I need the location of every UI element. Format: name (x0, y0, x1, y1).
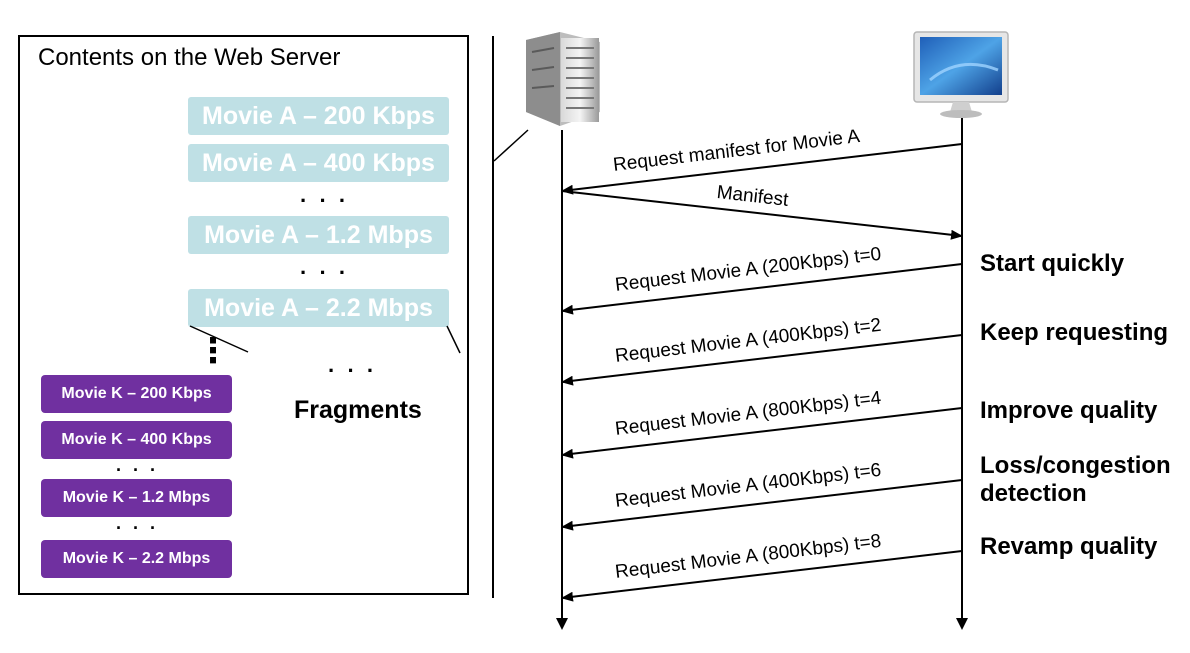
movie-a-1.2mbps-fragment: Movie A – 1.2 Mbps (188, 216, 449, 254)
note-revamp-quality: Revamp quality (980, 533, 1158, 560)
movie-k-1.2mbps-fragment: Movie K – 1.2 Mbps (41, 479, 232, 517)
note-improve-quality: Improve quality (980, 397, 1158, 424)
ellipsis: · · · (116, 518, 159, 538)
fragment-zoom-line (189, 325, 249, 353)
request-200kbps-arrow (561, 263, 963, 315)
manifest-response-arrow (561, 190, 963, 240)
fragment-zoom-line (446, 325, 461, 354)
note-start-quickly: Start quickly (980, 250, 1125, 277)
movie-k-400kbps-fragment: Movie K – 400 Kbps (41, 421, 232, 459)
request-800kbps-arrow (561, 550, 963, 602)
movie-a-400kbps-fragment: Movie A – 400 Kbps (188, 144, 449, 182)
movie-a-200kbps-fragment: Movie A – 200 Kbps (188, 97, 449, 135)
client-lifeline-arrowhead (956, 618, 968, 630)
server-zoom-line (493, 129, 529, 162)
ellipsis: · · · (328, 358, 378, 383)
movie-k-2.2mbps-fragment: Movie K – 2.2 Mbps (41, 540, 232, 578)
movie-k-200kbps-fragment: Movie K – 200 Kbps (41, 375, 232, 413)
ellipsis: · · · (300, 260, 350, 285)
server-icon (526, 32, 600, 126)
note-keep-requesting: Keep requesting (980, 319, 1169, 346)
request-400kbps-arrow (561, 334, 963, 386)
ellipsis: · · · (116, 460, 159, 480)
note-loss-congestion-detection: Loss/congestion detection (980, 452, 1171, 507)
request-800kbps-arrow (561, 407, 963, 459)
ellipsis: · · · (300, 188, 350, 213)
movie-a-2.2mbps-fragment: Movie A – 2.2 Mbps (188, 289, 449, 327)
panel-title: Contents on the Web Server (38, 44, 341, 71)
vertical-ellipsis: ⋮ (196, 332, 230, 370)
server-lifeline-arrowhead (556, 618, 568, 630)
request-400kbps-arrow (561, 479, 963, 531)
web-server-contents-panel (18, 35, 469, 595)
fragments-label: Fragments (294, 396, 422, 424)
request-manifest-arrow (561, 143, 963, 195)
computer-monitor-icon (913, 31, 1009, 118)
